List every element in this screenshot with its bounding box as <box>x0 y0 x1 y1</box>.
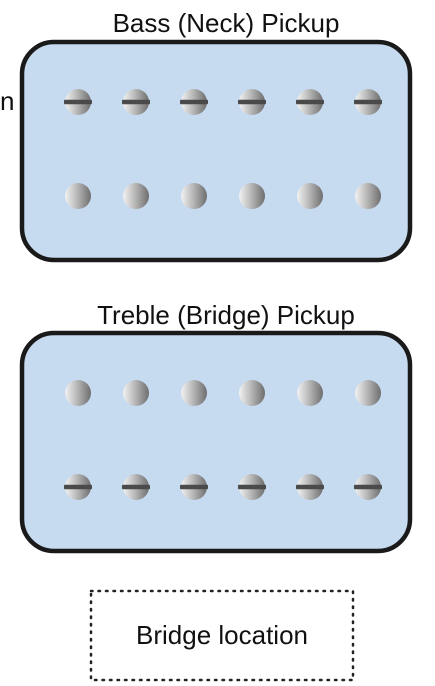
bridge-location-box <box>89 589 355 682</box>
cropped-side-label: n <box>0 86 14 116</box>
treble-pickup-title: Treble (Bridge) Pickup <box>97 300 355 330</box>
bass-slug-pole <box>355 183 381 209</box>
treble-slug-pole <box>239 380 265 406</box>
bass-screw-slot <box>296 99 324 105</box>
bass-slug-pole <box>297 183 323 209</box>
treble-pickup-body <box>19 330 413 554</box>
treble-screw-slot <box>296 484 324 490</box>
bass-slug-pole <box>181 183 207 209</box>
treble-slug-pole <box>181 380 207 406</box>
bridge-location-label: Bridge location <box>136 620 308 650</box>
bass-screw-slot <box>64 99 92 105</box>
bass-pickup-title: Bass (Neck) Pickup <box>113 8 340 38</box>
bass-slug-pole <box>123 183 149 209</box>
treble-slug-pole <box>355 380 381 406</box>
treble-slug-pole <box>123 380 149 406</box>
treble-pickup-pole-pieces <box>64 380 382 500</box>
treble-screw-slot <box>64 484 92 490</box>
bass-pickup-body <box>19 39 413 263</box>
bass-screw-slot <box>238 99 266 105</box>
treble-slug-pole <box>65 380 91 406</box>
bass-slug-pole <box>65 183 91 209</box>
treble-screw-slot <box>122 484 150 490</box>
bass-screw-slot <box>180 99 208 105</box>
bass-slug-pole <box>239 183 265 209</box>
bass-pickup-pole-pieces <box>64 89 382 209</box>
treble-screw-slot <box>238 484 266 490</box>
treble-screw-slot <box>180 484 208 490</box>
bass-screw-slot <box>354 99 382 105</box>
treble-slug-pole <box>297 380 323 406</box>
treble-screw-slot <box>354 484 382 490</box>
bass-screw-slot <box>122 99 150 105</box>
